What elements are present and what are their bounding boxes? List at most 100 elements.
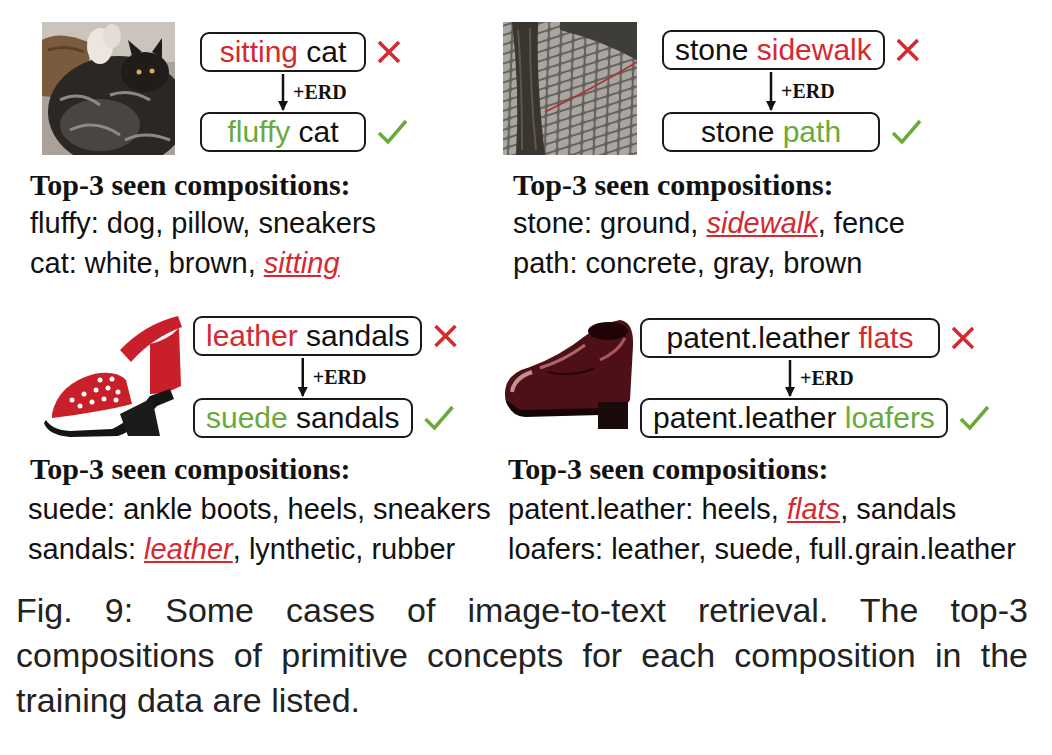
cross-mark xyxy=(435,326,455,346)
word: suede, xyxy=(714,533,801,565)
edge-label: +ERD xyxy=(798,367,856,389)
section-heading: Top-3 seen compositions: xyxy=(513,168,834,202)
word: cat xyxy=(299,115,339,148)
prediction-box: stone path xyxy=(662,112,880,152)
cat-photo xyxy=(42,22,175,155)
prediction-box: sitting cat xyxy=(200,32,366,72)
arrow-connector xyxy=(282,74,285,110)
word: path: xyxy=(513,247,578,279)
edge-label: +ERD xyxy=(291,81,349,103)
figure-caption: Fig. 9: Some cases of image-to-text retr… xyxy=(16,588,1028,723)
prediction-box: fluffy cat xyxy=(200,112,366,152)
check-mark xyxy=(379,121,406,142)
word: sandals: xyxy=(28,533,136,565)
prediction-text: fluffy cat xyxy=(213,115,353,149)
sandal-photo xyxy=(44,316,182,437)
highlight-word: path xyxy=(783,115,841,148)
highlight-word: fluffy xyxy=(227,115,290,148)
prediction-text: patent.leather loafers xyxy=(653,401,935,435)
word: sandals xyxy=(856,493,956,525)
highlight-word: suede xyxy=(206,401,288,434)
prediction-box: stone sidewalk xyxy=(662,30,885,70)
word: Top-3 xyxy=(508,452,582,485)
word: Top-3 xyxy=(30,168,104,201)
section-heading: Top-3 seen compositions: xyxy=(508,452,829,486)
check-mark xyxy=(961,407,988,428)
section-heading: Top-3 seen compositions: xyxy=(30,452,351,486)
composition-list: stone: ground, sidewalk, fence xyxy=(513,206,905,240)
word: ankle xyxy=(123,493,192,525)
prediction-text: stone path xyxy=(675,115,867,149)
word: compositions: xyxy=(174,168,351,201)
word: ground, xyxy=(600,207,698,239)
word: Top-3 xyxy=(30,452,104,485)
word: brown, xyxy=(169,247,256,279)
cross-mark xyxy=(953,328,973,348)
prediction-text: stone sidewalk xyxy=(675,33,872,67)
word: cat xyxy=(306,35,346,68)
prediction-text: leather sandals xyxy=(206,319,409,353)
word: lynthetic, xyxy=(249,533,363,565)
word: stone xyxy=(701,115,774,148)
word: patent.leather xyxy=(653,401,836,434)
composition-list: path: concrete, gray, brown xyxy=(513,246,862,280)
word: leather, xyxy=(611,533,706,565)
arrow-connector xyxy=(789,360,792,396)
highlight-word: sidewalk xyxy=(757,33,872,66)
word: white, xyxy=(85,247,161,279)
word: Top-3 xyxy=(513,168,587,201)
prediction-text: sitting cat xyxy=(213,35,353,69)
edge-label: +ERD xyxy=(311,366,369,388)
word: suede: xyxy=(28,493,115,525)
composition-list: cat: white, brown, sitting xyxy=(30,246,340,280)
highlight-word: leather xyxy=(144,533,233,565)
word: brown xyxy=(783,247,862,279)
word: compositions: xyxy=(657,168,834,201)
word: dog, xyxy=(107,207,163,239)
word: stone: xyxy=(513,207,592,239)
highlight-word: sitting xyxy=(220,35,298,68)
loafer-photo xyxy=(505,320,633,429)
prediction-box: patent.leather flats xyxy=(640,318,940,358)
highlight-word: flats xyxy=(787,493,840,525)
word: patent.leather xyxy=(667,321,850,354)
word: sneakers xyxy=(258,207,376,239)
sidewalk-photo xyxy=(503,22,637,155)
word: fence xyxy=(834,207,905,239)
word: rubber xyxy=(371,533,455,565)
word: stone xyxy=(675,33,748,66)
word: seen xyxy=(594,168,649,201)
word: heels, xyxy=(701,493,778,525)
prediction-box: leather sandals xyxy=(193,316,422,356)
prediction-text: patent.leather flats xyxy=(653,321,927,355)
composition-list: suede: ankle boots, heels, sneakers xyxy=(28,492,491,526)
word: patent.leather: xyxy=(508,493,693,525)
prediction-text: suede sandals xyxy=(206,401,400,435)
word: sandals xyxy=(306,319,409,352)
arrow-connector xyxy=(770,72,773,110)
edge-label: +ERD xyxy=(779,80,837,102)
word: pillow, xyxy=(171,207,250,239)
composition-list: patent.leather: heels, flats, sandals xyxy=(508,492,956,526)
word: seen xyxy=(111,452,166,485)
word: loafers: xyxy=(508,533,603,565)
word: seen xyxy=(589,452,644,485)
highlight-word: loafers xyxy=(845,401,935,434)
word: full.grain.leather xyxy=(810,533,1016,565)
highlight-word: flats xyxy=(858,321,913,354)
word: concrete, xyxy=(586,247,705,279)
word: heels, xyxy=(288,493,365,525)
prediction-box: patent.leather loafers xyxy=(640,398,948,438)
highlight-word: sidewalk xyxy=(706,207,817,239)
arrow-connector xyxy=(302,358,305,396)
check-mark xyxy=(893,121,920,142)
word: seen xyxy=(111,168,166,201)
highlight-word: sitting xyxy=(264,247,340,279)
word: gray, xyxy=(713,247,775,279)
word: fluffy: xyxy=(30,207,99,239)
composition-list: fluffy: dog, pillow, sneakers xyxy=(30,206,376,240)
composition-list: sandals: leather, lynthetic, rubber xyxy=(28,532,455,566)
cross-mark xyxy=(898,40,918,60)
cross-mark xyxy=(379,42,399,62)
